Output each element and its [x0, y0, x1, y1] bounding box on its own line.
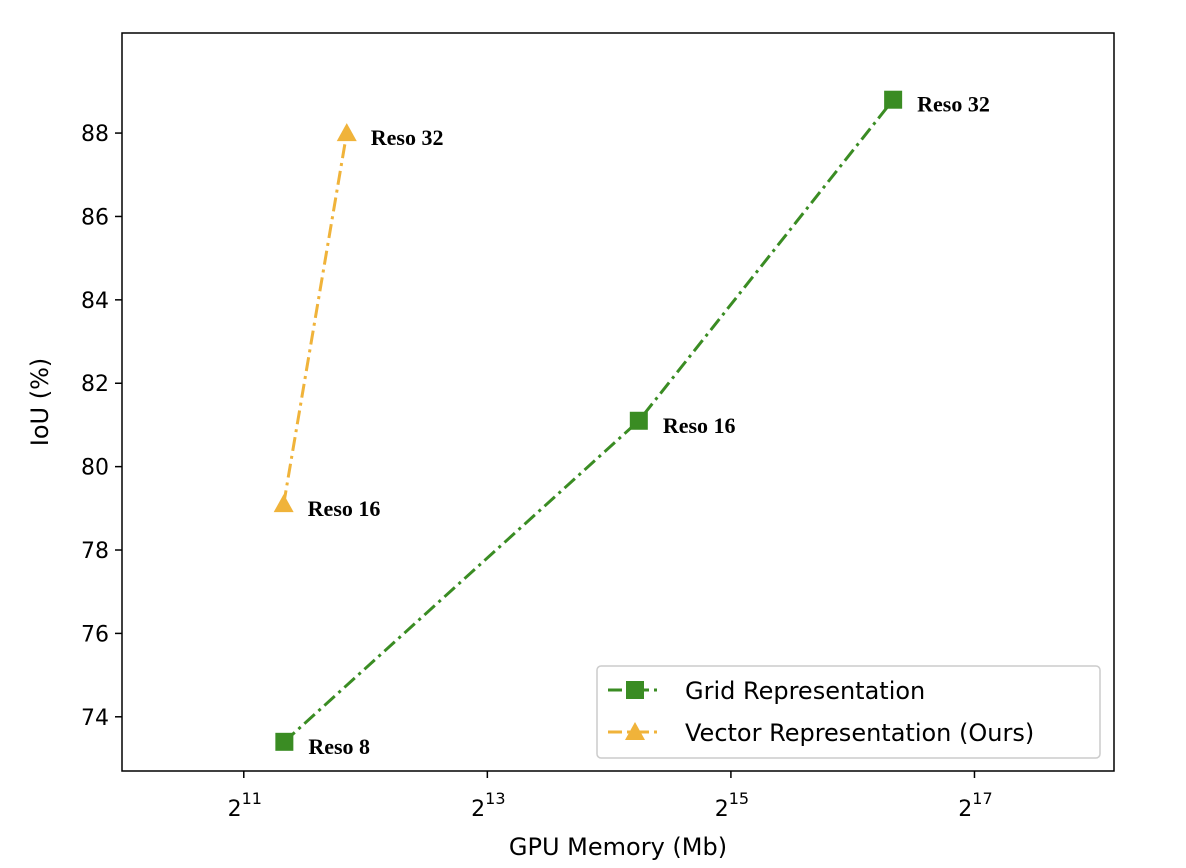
point-label: Reso 32 — [917, 92, 990, 117]
point-label: Reso 32 — [371, 125, 444, 150]
point-annotations: Reso 8 Reso 16 Reso 32 Reso 16 Reso 32 — [308, 92, 990, 759]
x-tick-label: 215 — [715, 789, 749, 822]
legend-marker — [626, 681, 644, 699]
series-line-0 — [283, 98, 895, 743]
y-tick-label: 84 — [81, 289, 109, 314]
y-tick-label: 76 — [81, 622, 109, 647]
data-point — [629, 411, 648, 430]
point-label: Reso 16 — [308, 496, 381, 521]
data-point — [336, 123, 357, 142]
data-point — [884, 90, 903, 109]
data-point — [275, 732, 294, 751]
legend-label: Vector Representation (Ours) — [685, 719, 1034, 747]
y-tick-label: 80 — [81, 456, 109, 481]
data-point — [273, 494, 294, 513]
legend-box — [596, 665, 1101, 759]
x-axis-ticks: 211 213 215 217 — [228, 771, 993, 822]
x-tick-label: 213 — [471, 789, 505, 822]
x-axis-label: GPU Memory (Mb) — [509, 833, 727, 861]
legend-label: Grid Representation — [685, 677, 925, 705]
y-axis-label: IoU (%) — [26, 358, 54, 447]
x-tick-label: 211 — [228, 789, 262, 822]
series-line-1 — [282, 132, 349, 505]
y-tick-label: 88 — [81, 122, 109, 147]
series-layer — [273, 90, 903, 751]
point-label: Reso 8 — [308, 734, 370, 759]
point-label: Reso 16 — [663, 413, 736, 438]
legend-marker — [625, 722, 645, 740]
y-tick-label: 78 — [81, 539, 109, 564]
plot-frame — [121, 32, 1115, 772]
y-tick-label: 86 — [81, 205, 109, 230]
y-tick-label: 74 — [81, 706, 109, 731]
y-axis-ticks: 74 76 78 80 82 84 86 88 — [81, 122, 122, 731]
y-tick-label: 82 — [81, 372, 109, 397]
x-tick-label: 217 — [958, 789, 992, 822]
